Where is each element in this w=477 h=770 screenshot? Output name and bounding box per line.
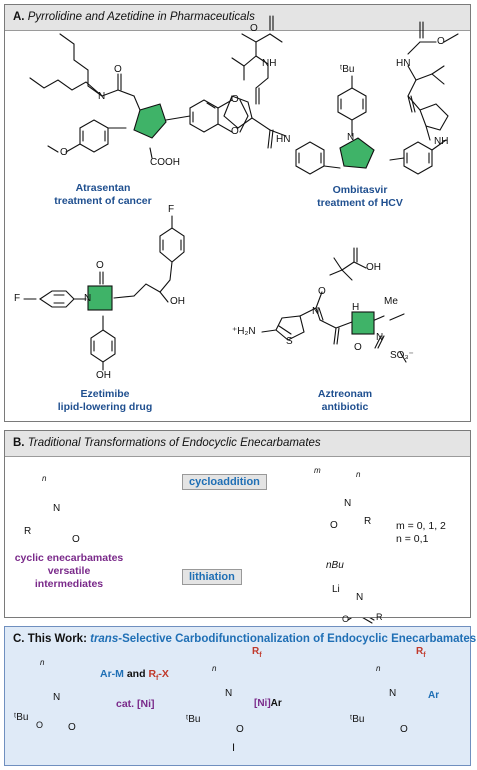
atom-o-atrasentan: O: [114, 64, 122, 75]
panel-a: A. Pyrrolidine and Azetidine in Pharmace…: [4, 4, 471, 422]
caption-ombitasvir: Ombitasvir treatment of HCV: [317, 184, 403, 209]
reaction-lithiation: lithiation: [182, 569, 242, 585]
panel-c-atom-o2: O: [36, 720, 44, 730]
panel-c-title-rest: -Selective Carbodifunctionalization of E…: [118, 633, 477, 645]
atom-nh-aztreonam: H: [352, 302, 360, 313]
product-ar: Ar: [428, 690, 440, 701]
caption-atrasentan: Atrasentan treatment of cancer: [54, 182, 152, 207]
atrasentan-pyrrolidine: [133, 103, 167, 139]
panel-c: C. This Work: trans-Selective Carbodifun…: [4, 626, 476, 766]
reaction-cycloaddition: cycloaddition: [182, 474, 267, 490]
ombitasvir-structure: [223, 15, 459, 175]
panel-b-cyclo-atom-r: R: [364, 516, 372, 527]
atom-me: Me: [384, 296, 398, 307]
panel-b-li-atom-n: N: [356, 592, 364, 603]
atom-o-ezetimibe: O: [96, 260, 104, 271]
panel-b-letter: B.: [13, 437, 25, 449]
ezetimibe-structure: [23, 215, 185, 371]
intermediate-atom-n: N: [225, 688, 233, 699]
product-atom-o: O: [400, 724, 408, 735]
atom-so3: SO₃⁻: [390, 350, 414, 361]
atom-tbu-ombitasvir: ᵗBu: [340, 64, 355, 75]
intermediate-ni-ar: [Ni]Ar: [254, 698, 282, 709]
atom-s: S: [286, 336, 293, 347]
panel-b-li: Li: [332, 584, 340, 595]
atom-hn-right-carbamate: HN: [396, 58, 411, 69]
ezetimibe-azetidine: [87, 285, 113, 311]
atom-n-ombitasvir: N: [347, 132, 355, 143]
product-n-sub: n: [376, 664, 381, 673]
panel-b: B. Traditional Transformations of Endocy…: [4, 430, 471, 618]
panel-c-title-trans: trans: [90, 633, 119, 645]
atom-h3n: ⁺H₂N: [232, 326, 256, 337]
panel-b-li-atom-o: O: [342, 614, 350, 624]
atom-o-ome-right: O: [437, 36, 445, 47]
panel-c-catalyst: cat. [Ni]: [116, 698, 155, 710]
panel-b-nbu: nBu: [326, 560, 344, 571]
panel-b-header: B. Traditional Transformations of Endocy…: [5, 431, 470, 457]
panel-b-cyclo-n-sub: n: [356, 470, 361, 479]
atrasentan-structure: [29, 33, 249, 159]
product-tbu: ᵗBu: [350, 714, 365, 725]
atom-o-dioxole-1: O: [231, 94, 239, 105]
panel-b-conditions: m = 0, 1, 2 n = 0,1: [396, 520, 446, 545]
panel-c-atom-n: N: [53, 692, 61, 703]
panel-c-atom-o: O: [68, 722, 76, 733]
panel-c-n-sub: n: [40, 658, 45, 667]
panel-c-reagents: Ar-M and Rf-X: [100, 668, 169, 683]
atom-o-methoxy: O: [60, 147, 68, 158]
atom-nh-left-carbamate: NH: [262, 58, 277, 69]
panel-b-atom-o: O: [72, 534, 80, 545]
atom-f-ezetimibe-left: F: [14, 293, 21, 304]
atom-n-atrasentan: N: [98, 91, 106, 102]
panel-a-letter: A.: [13, 11, 25, 23]
product-rf: Rf: [416, 646, 426, 659]
atom-f-ezetimibe-top: F: [168, 204, 175, 215]
atom-oh-ezetimibe: OH: [170, 296, 185, 307]
panel-b-cyclo-atom-o: O: [330, 520, 338, 531]
panel-b-substrate-label: cyclic enecarbamates versatile intermedi…: [14, 552, 124, 590]
intermediate-atom-o: O: [236, 724, 244, 735]
panel-b-title: Traditional Transformations of Endocycli…: [27, 437, 321, 449]
panel-c-header: C. This Work: trans-Selective Carbodifun…: [5, 627, 476, 653]
panel-b-atom-n: N: [53, 503, 61, 514]
panel-b-m-sub: m: [314, 466, 321, 475]
atom-n-ezetimibe: N: [84, 293, 92, 304]
aztreonam-structure: [261, 247, 407, 363]
atom-oh-aztreonam: OH: [366, 262, 381, 273]
atom-o-lactam: O: [354, 342, 362, 353]
atom-n-oxime: N: [312, 306, 320, 317]
product-atom-n: N: [389, 688, 397, 699]
panel-b-cyclo-atom-n: N: [344, 498, 352, 509]
intermediate-n-sub: n: [212, 664, 217, 673]
panel-a-header: A. Pyrrolidine and Azetidine in Pharmace…: [5, 5, 470, 31]
atom-o-ome-left: O: [250, 23, 258, 34]
atom-cooh: COOH: [150, 157, 180, 168]
panel-b-atom-r: R: [24, 526, 32, 537]
intermediate-rf: Rf: [252, 646, 262, 659]
ombitasvir-pyrrolidine: [339, 137, 375, 169]
atom-o-dioxole-2: O: [231, 126, 239, 137]
atom-o-aztreonam: O: [318, 286, 326, 297]
intermediate-tbu: ᵗBu: [186, 714, 201, 725]
panel-c-letter: C. This Work:: [13, 633, 87, 645]
aztreonam-azetidine: [351, 311, 375, 335]
intermediate-label: I: [232, 742, 236, 754]
atom-n-lactam: N: [376, 332, 384, 343]
panel-a-title: Pyrrolidine and Azetidine in Pharmaceuti…: [27, 11, 255, 23]
atom-nh-right: NH: [434, 136, 449, 147]
caption-ezetimibe: Ezetimibe lipid-lowering drug: [57, 388, 153, 413]
atom-hn-left: HN: [276, 134, 291, 145]
panel-b-n-sub: n: [42, 474, 47, 483]
caption-aztreonam: Aztreonam antibiotic: [317, 388, 373, 413]
atom-oh-phenol: OH: [96, 370, 111, 381]
panel-b-li-atom-r: R: [376, 612, 383, 622]
panel-c-tbu: ᵗBu: [14, 712, 29, 723]
